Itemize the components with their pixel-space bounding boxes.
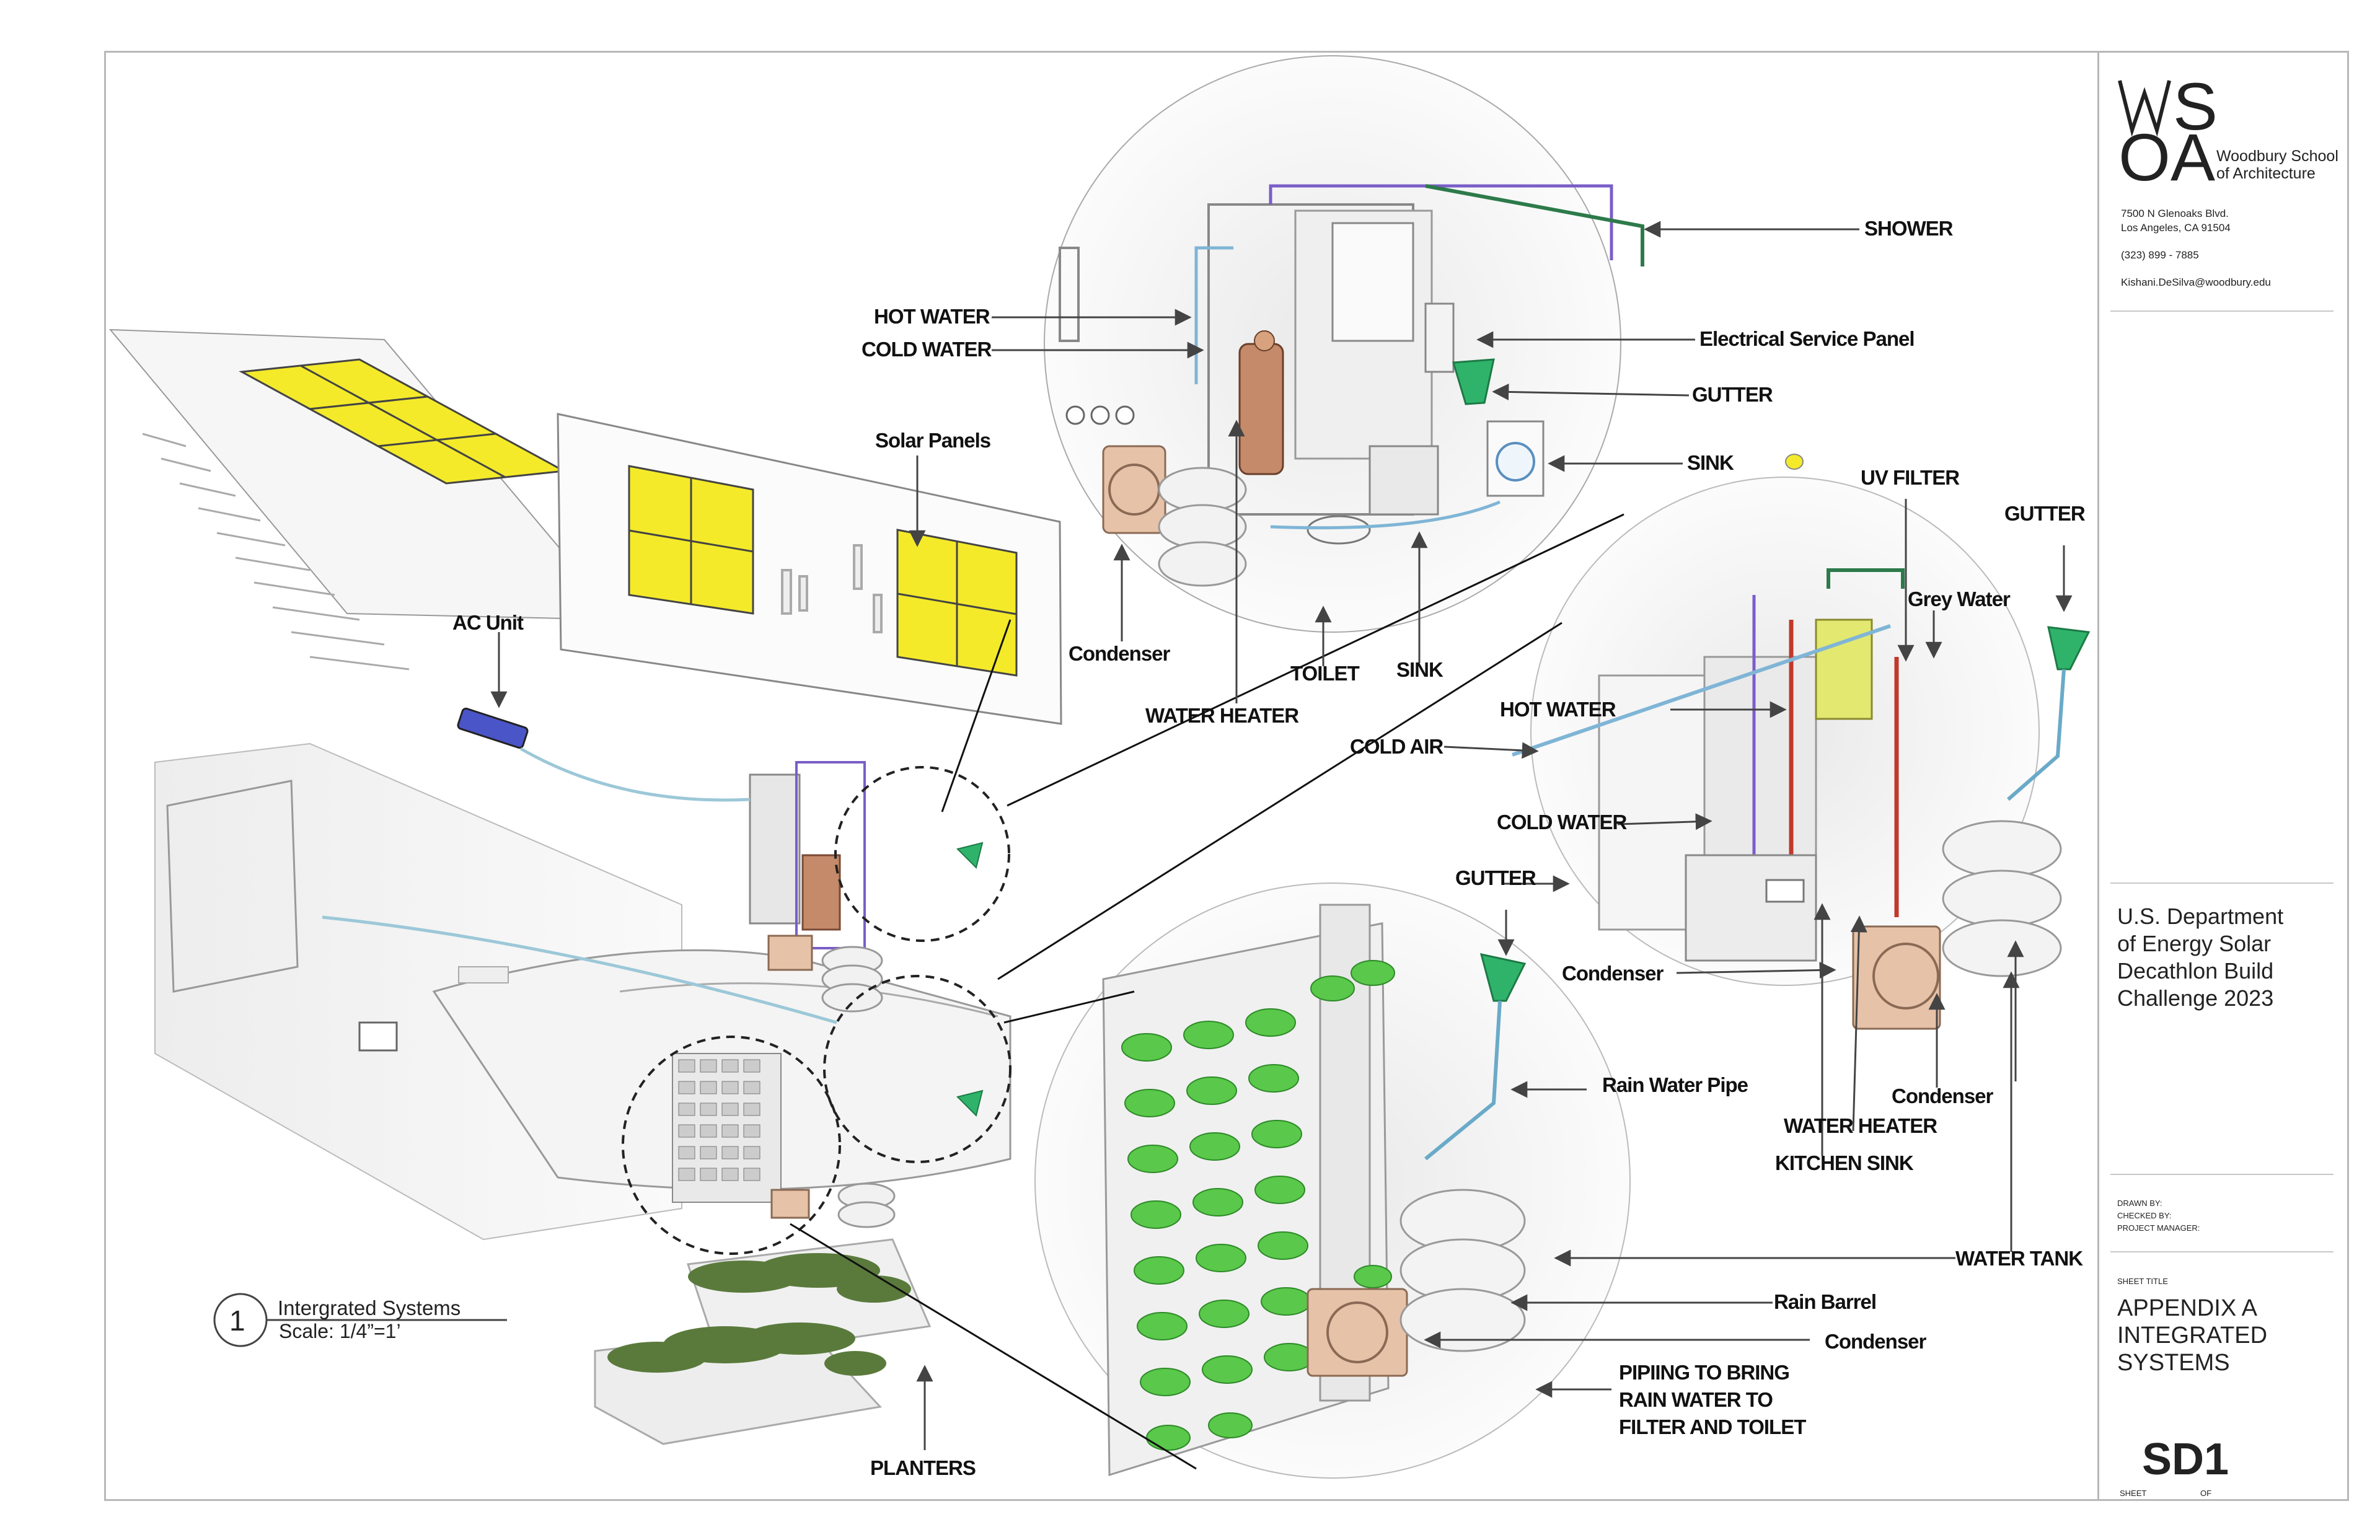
label-electrical-service-panel: Electrical Service Panel <box>1699 327 1915 350</box>
label-piping-line2: RAIN WATER TO <box>1619 1388 1773 1411</box>
label-water-tank: WATER TANK <box>1955 1247 2083 1270</box>
drawing-title: Intergrated Systems <box>278 1296 461 1319</box>
sheet-title-line1: APPENDIX A <box>2117 1295 2257 1321</box>
ac-unit-shape <box>457 707 529 749</box>
detail-bathroom <box>1044 55 1644 633</box>
sheet-title-label: SHEET TITLE <box>2117 1277 2168 1286</box>
label-toilet: TOILET <box>1290 662 1360 685</box>
drawn-by-label: DRAWN BY: <box>2117 1199 2162 1208</box>
label-water-heater-top: WATER HEATER <box>1145 704 1299 727</box>
label-cold-water-right: COLD WATER <box>1497 811 1627 834</box>
drawing-title-bubble <box>213 1293 507 1347</box>
drawing-scale: Scale: 1/4”=1’ <box>279 1320 401 1342</box>
label-water-heater-right: WATER HEATER <box>1784 1114 1937 1137</box>
drawing-number: 1 <box>229 1305 245 1337</box>
label-solar-panels: Solar Panels <box>875 429 991 452</box>
label-condenser-right2: Condenser <box>1892 1085 1993 1107</box>
label-kitchen-sink: KITCHEN SINK <box>1775 1151 1914 1174</box>
label-planters: PLANTERS <box>870 1456 976 1479</box>
label-rain-water-pipe: Rain Water Pipe <box>1602 1073 1748 1096</box>
label-condenser-bottom: Condenser <box>1825 1330 1926 1353</box>
of-label: OF <box>2200 1489 2212 1498</box>
address-line1: 7500 N Glenoaks Blvd. <box>2121 208 2229 219</box>
label-shower: SHOWER <box>1864 217 1953 240</box>
project-name-line1: U.S. Department <box>2117 904 2284 929</box>
phone-number: (323) 899 - 7885 <box>2121 249 2199 261</box>
sheet-title-line3: SYSTEMS <box>2117 1350 2230 1376</box>
label-gutter-right: GUTTER <box>2004 502 2086 525</box>
logo-mark-top: S <box>2173 69 2218 144</box>
detail-kitchen <box>1512 454 2091 1030</box>
label-rain-barrel: Rain Barrel <box>1774 1290 1877 1313</box>
school-name-line2: of Architecture <box>2216 165 2316 182</box>
address-line2: Los Angeles, CA 91504 <box>2121 222 2231 234</box>
label-sink-bottom: SINK <box>1396 658 1443 681</box>
label-hot-water-top: HOT WATER <box>874 305 990 328</box>
house-body <box>154 707 1011 1255</box>
solar-panel-left <box>628 465 754 615</box>
label-cold-air: COLD AIR <box>1350 735 1443 758</box>
sheet-border <box>104 51 2349 1501</box>
label-piping-line1: PIPIING TO BRING <box>1619 1361 1790 1384</box>
project-name-line4: Challenge 2023 <box>2117 985 2274 1011</box>
label-cold-water-top: COLD WATER <box>862 338 992 361</box>
label-hot-water-right: HOT WATER <box>1500 698 1616 721</box>
mini-green-wall <box>672 1053 782 1203</box>
project-name-line2: of Energy Solar <box>2117 931 2272 956</box>
sheet-number: SD1 <box>2142 1435 2229 1484</box>
school-name-line1: Woodbury School <box>2216 147 2338 165</box>
sheet-label: SHEET <box>2120 1489 2147 1498</box>
checked-by-label: CHECKED BY: <box>2117 1211 2172 1220</box>
roof-assembly <box>108 328 1062 725</box>
label-condenser-right: Condenser <box>1562 962 1664 985</box>
label-piping-line3: FILTER AND TOILET <box>1619 1415 1806 1438</box>
solar-panel-right <box>896 529 1018 677</box>
label-uv-filter: UV FILTER <box>1861 466 1960 489</box>
logo-mark-bottom: OA <box>2118 120 2216 195</box>
label-sink-top: SINK <box>1687 451 1734 474</box>
label-gutter-mid: GUTTER <box>1455 866 1536 889</box>
woodbury-logo-mark <box>2118 80 2171 137</box>
project-manager-label: PROJECT MANAGER: <box>2117 1223 2200 1233</box>
label-gutter-top: GUTTER <box>1692 383 1773 406</box>
label-grey-water: Grey Water <box>1908 587 2011 610</box>
label-ac-unit: AC Unit <box>452 611 524 634</box>
email-address: Kishani.DeSilva@woodbury.edu <box>2121 276 2271 288</box>
label-condenser-top: Condenser <box>1069 642 1170 665</box>
title-block <box>2097 51 2349 1501</box>
solar-panel-array-roof <box>239 358 567 485</box>
plant-pockets <box>1121 960 1395 1451</box>
detail-green-wall <box>1034 882 1631 1479</box>
sheet-title-line2: INTEGRATED <box>2117 1322 2268 1349</box>
planters-drawing <box>594 1238 932 1445</box>
project-name-line3: Decathlon Build <box>2117 958 2274 983</box>
